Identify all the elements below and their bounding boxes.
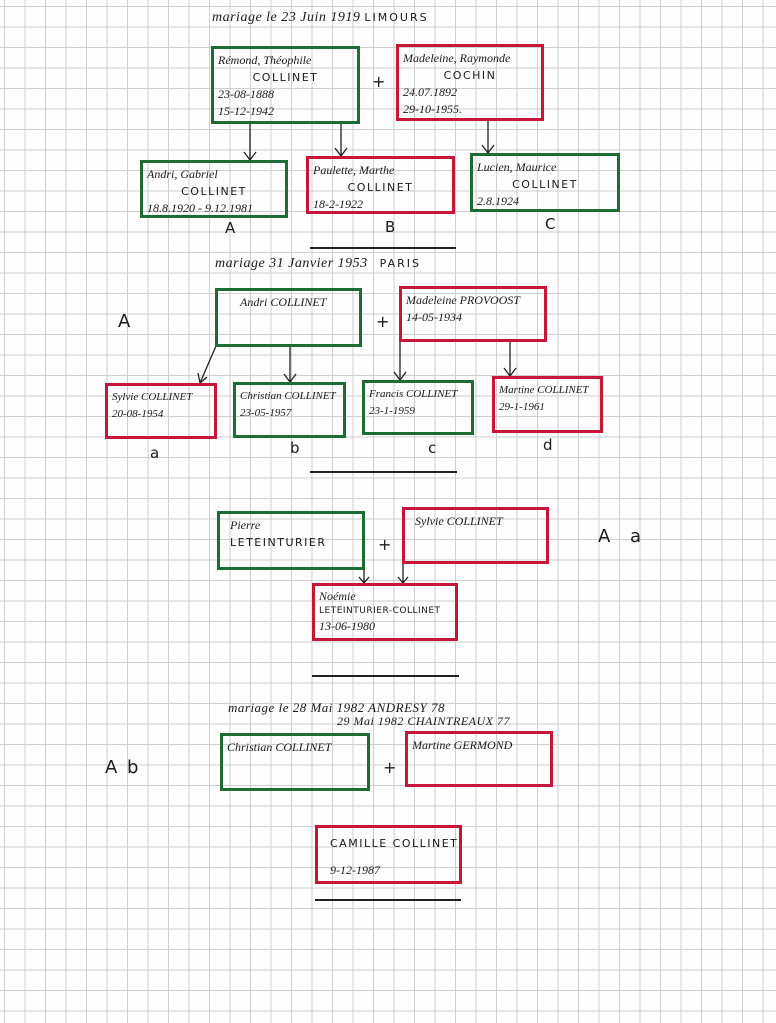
surname: COLLINET bbox=[181, 185, 247, 198]
person-box-camille: CAMILLE COLLINET 9-12-1987 bbox=[315, 825, 462, 884]
divider bbox=[312, 675, 459, 677]
marriage-title-1982-line2: 29 Mai 1982 CHAINTREAUX 77 bbox=[337, 714, 510, 728]
birth-date: 13-06-1980 bbox=[319, 619, 375, 633]
person-box-madeleine-provoost: Madeleine PROVOOST 14-05-1934 bbox=[399, 286, 547, 342]
branch-label: A bbox=[118, 311, 131, 332]
person-box-remond: Rémond, Théophile COLLINET 23-08-1888 15… bbox=[211, 46, 360, 124]
person-box-francis: Francis COLLINET 23-1-1959 bbox=[362, 380, 474, 435]
person-box-andri: Andri, Gabriel COLLINET 18.8.1920 - 9.12… bbox=[140, 160, 288, 218]
birth-date: 29-1-1961 bbox=[499, 401, 545, 413]
surname: LETEINTURIER-COLLINET bbox=[319, 606, 441, 616]
birth-date: 23-05-1957 bbox=[240, 407, 292, 419]
person-box-paulette: Paulette, Marthe COLLINET 18-2-1922 bbox=[306, 156, 455, 214]
person-box-noemie: Noémie LETEINTURIER-COLLINET 13-06-1980 bbox=[312, 583, 458, 641]
arrow bbox=[503, 341, 517, 378]
surname: COLLINET bbox=[347, 181, 414, 194]
surname: LETEINTURIER bbox=[230, 536, 327, 549]
branch-label: C bbox=[545, 215, 556, 233]
person-box-pierre: Pierre LETEINTURIER bbox=[217, 511, 365, 570]
person-box-martine-germond: Martine GERMOND bbox=[405, 731, 553, 787]
given-names: Paulette, Marthe bbox=[313, 163, 395, 177]
plus-sign: + bbox=[383, 758, 397, 777]
divider bbox=[315, 899, 461, 901]
dates: 18-2-1922 bbox=[313, 197, 363, 211]
name: Sylvie COLLINET bbox=[415, 514, 503, 528]
name: Francis COLLINET bbox=[369, 388, 458, 400]
plus-sign: + bbox=[378, 535, 392, 554]
marriage-title-1919: mariage le 23 Juin 1919 LIMOURS bbox=[212, 10, 429, 25]
plus-sign: + bbox=[376, 312, 390, 331]
name: Andri COLLINET bbox=[240, 295, 327, 309]
given-name: Noémie bbox=[319, 589, 356, 603]
surname: COCHIN bbox=[443, 69, 497, 82]
name: Christian COLLINET bbox=[240, 390, 336, 402]
given-name: Pierre bbox=[230, 518, 261, 532]
surname: COLLINET bbox=[512, 178, 578, 191]
name: CAMILLE COLLINET bbox=[330, 837, 459, 850]
birth-date: 24.07.1892 bbox=[403, 85, 457, 99]
arrow bbox=[393, 341, 407, 382]
person-box-madeleine-cochin: Madeleine, Raymonde COCHIN 24.07.1892 29… bbox=[396, 44, 544, 121]
person-box-andri-collinet: Andri COLLINET bbox=[215, 288, 362, 347]
divider bbox=[310, 247, 456, 249]
branch-label: B bbox=[385, 218, 396, 236]
given-names: Lucien, Maurice bbox=[477, 160, 557, 174]
dates: 2.8.1924 bbox=[477, 194, 519, 208]
branch-label: A a bbox=[598, 526, 642, 547]
name: Christian COLLINET bbox=[227, 740, 332, 754]
birth-date: 9-12-1987 bbox=[330, 863, 380, 877]
marriage-title-1953: mariage 31 Janvier 1953 PARIS bbox=[215, 256, 421, 271]
arrow bbox=[197, 345, 217, 385]
plus-sign: + bbox=[372, 72, 386, 91]
branch-label: c bbox=[428, 439, 437, 457]
arrow bbox=[481, 120, 495, 155]
surname: COLLINET bbox=[252, 71, 319, 84]
name: Sylvie COLLINET bbox=[112, 391, 193, 403]
birth-date: 20-08-1954 bbox=[112, 408, 164, 420]
name: Madeleine PROVOOST bbox=[406, 293, 520, 307]
birth-date: 23-08-1888 bbox=[218, 87, 274, 101]
branch-label: A bbox=[225, 219, 236, 237]
death-date: 29-10-1955. bbox=[403, 102, 462, 116]
person-box-sylvie-collinet: Sylvie COLLINET bbox=[402, 507, 549, 564]
name: Martine GERMOND bbox=[412, 738, 513, 752]
person-box-christian: Christian COLLINET 23-05-1957 bbox=[233, 382, 346, 438]
arrow bbox=[283, 346, 297, 384]
person-box-christian-collinet: Christian COLLINET bbox=[220, 733, 370, 791]
given-names: Andri, Gabriel bbox=[147, 167, 218, 181]
given-names: Rémond, Théophile bbox=[218, 53, 312, 67]
branch-label: a bbox=[150, 444, 160, 462]
branch-label: d bbox=[543, 436, 553, 454]
person-box-lucien: Lucien, Maurice COLLINET 2.8.1924 bbox=[470, 153, 620, 212]
arrow bbox=[334, 123, 348, 158]
branch-label: b bbox=[290, 439, 300, 457]
arrow bbox=[358, 569, 370, 585]
marriage-title-1982-line1: mariage le 28 Mai 1982 ANDRESY 78 bbox=[228, 700, 446, 715]
divider bbox=[310, 471, 457, 473]
arrow bbox=[243, 123, 257, 162]
birth-date: 23-1-1959 bbox=[369, 405, 415, 417]
dates: 18.8.1920 - 9.12.1981 bbox=[147, 201, 253, 215]
birth-date: 14-05-1934 bbox=[406, 310, 462, 324]
branch-label: A b bbox=[105, 757, 139, 778]
arrow bbox=[397, 563, 409, 585]
person-box-sylvie: Sylvie COLLINET 20-08-1954 bbox=[105, 383, 217, 439]
death-date: 15-12-1942 bbox=[218, 104, 274, 118]
name: Martine COLLINET bbox=[499, 384, 589, 396]
given-names: Madeleine, Raymonde bbox=[403, 51, 511, 65]
person-box-martine: Martine COLLINET 29-1-1961 bbox=[492, 376, 603, 433]
